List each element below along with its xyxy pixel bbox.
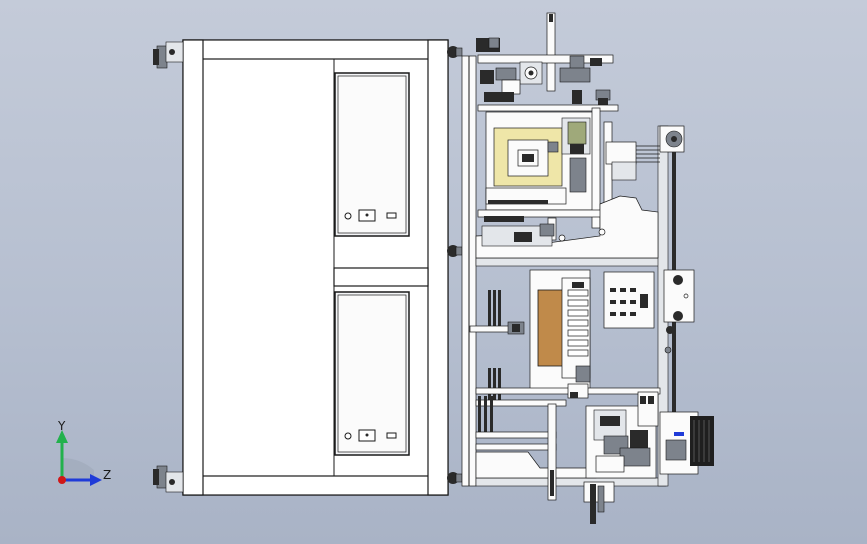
indicator-lamp xyxy=(386,432,397,439)
lower-control-panel[interactable] xyxy=(334,291,410,456)
triad-z-label: Z xyxy=(103,468,111,482)
caster-wheel-icon xyxy=(447,46,463,484)
leveling-foot-icon xyxy=(153,41,184,69)
leveling-foot-icon xyxy=(153,465,184,493)
lower-station-assembly[interactable] xyxy=(475,383,714,524)
coordinate-triad-icon: Y Z xyxy=(56,419,111,486)
triad-y-label: Y xyxy=(57,419,66,433)
power-switch-icon[interactable] xyxy=(344,212,352,220)
pneumatic-fittings xyxy=(636,145,660,163)
machine-base-plate xyxy=(461,55,669,487)
middle-station-assembly[interactable] xyxy=(469,269,695,407)
power-switch-icon[interactable] xyxy=(344,432,352,440)
upper-control-panel[interactable] xyxy=(334,72,410,237)
upper-station-assembly[interactable] xyxy=(475,12,660,259)
brown-bracket xyxy=(537,289,565,367)
indicator-lamp xyxy=(386,212,397,219)
